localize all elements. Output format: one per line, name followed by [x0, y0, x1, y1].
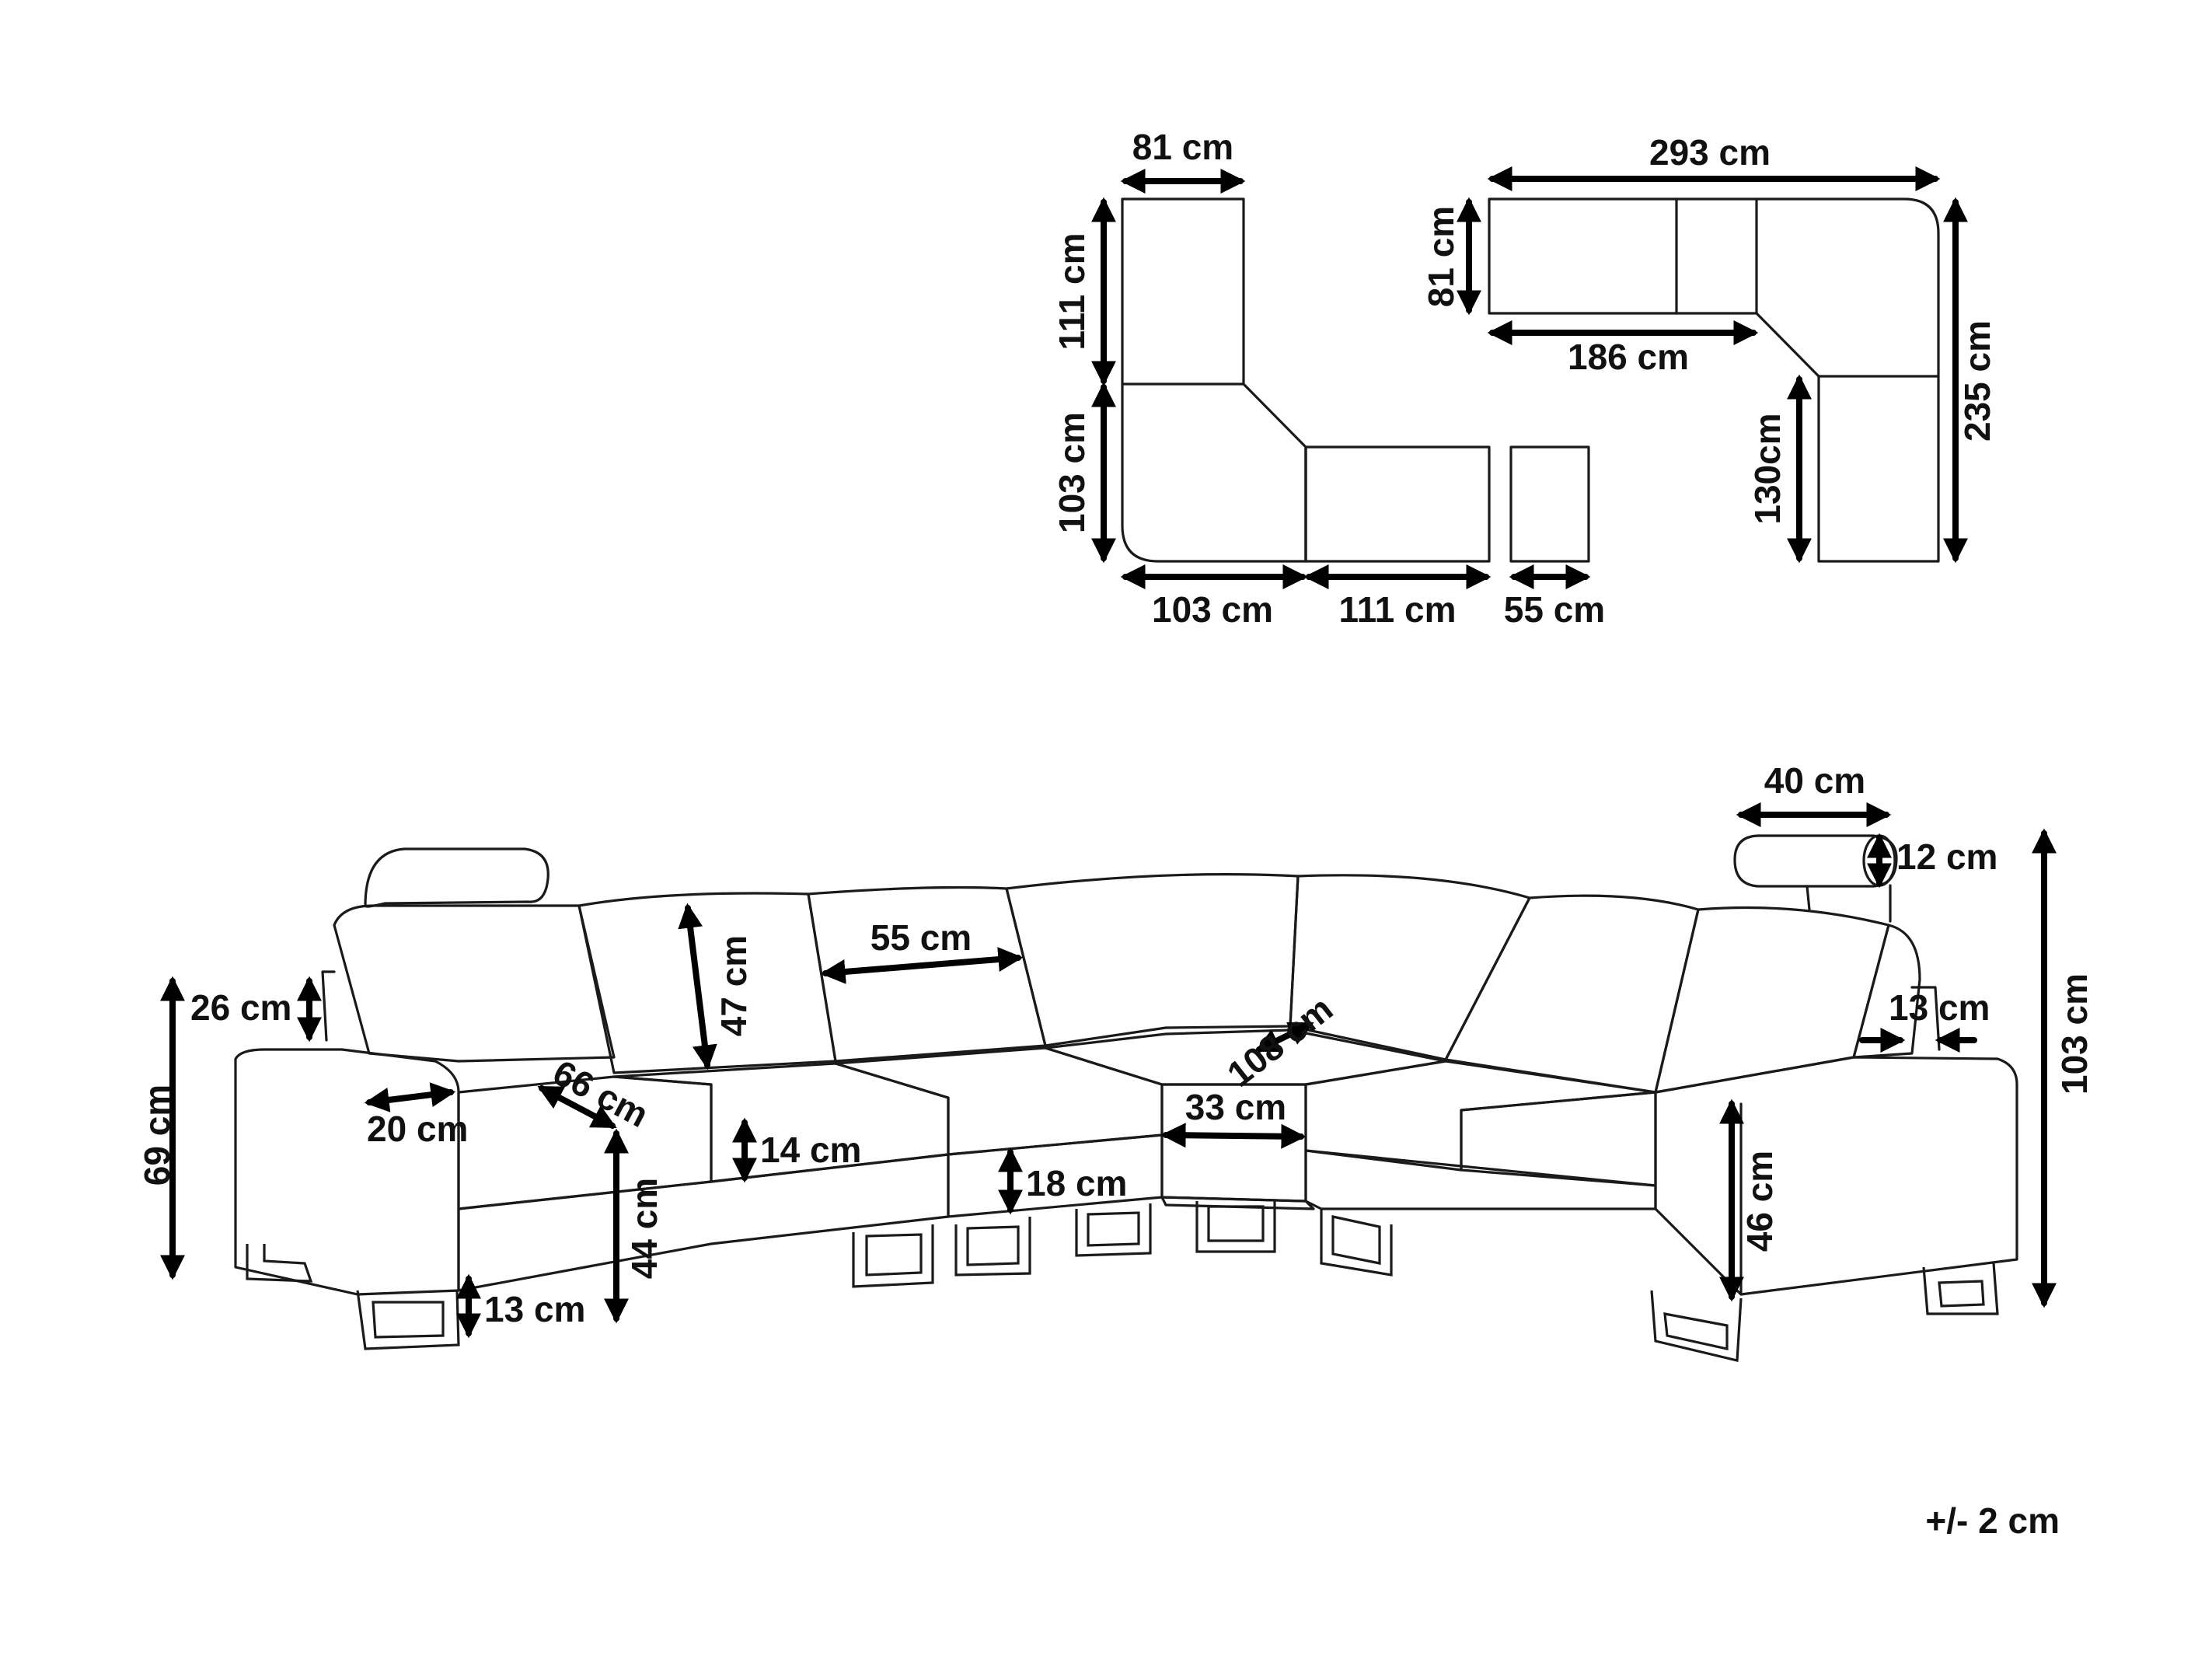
seat-right-1 — [1304, 1060, 1657, 1172]
dim-label-26: 26 cm — [190, 987, 291, 1028]
dim-label-111-horizontal: 111 cm — [1339, 589, 1457, 630]
dim-label-186: 186 cm — [1568, 337, 1689, 377]
dim-label-46: 46 cm — [1739, 1151, 1780, 1252]
dim-label-130: 130cm — [1747, 413, 1788, 524]
base-front-right — [1304, 1149, 1657, 1210]
right-headrest — [1733, 834, 1898, 888]
dim-label-33: 33 cm — [1185, 1087, 1286, 1127]
left-arm-back-panel — [321, 970, 336, 1042]
leg-left-1 — [246, 1244, 313, 1283]
plan-ottoman — [1509, 445, 1590, 563]
top-right-floor-plan: 293 cm 81 cm 186 cm 235 cm 130cm — [1421, 132, 1997, 564]
backrest-seat-3 — [1444, 894, 1700, 1094]
leg-right-2 — [1922, 1263, 1999, 1315]
base-front-corner — [1160, 1196, 1315, 1210]
dim-label-13-top: 13 cm — [1889, 987, 1990, 1028]
dim-label-47: 47 cm — [713, 935, 754, 1036]
dim-label-235: 235 cm — [1957, 320, 1997, 442]
dim-label-40: 40 cm — [1764, 760, 1865, 801]
dim-label-20: 20 cm — [367, 1109, 468, 1149]
leg-front-3 — [1075, 1203, 1152, 1257]
seat-right-2 — [1460, 1091, 1657, 1187]
dim-label-13-legs: 13 cm — [484, 1289, 585, 1329]
dim-arrow-33 — [1160, 1123, 1307, 1149]
dim-label-18: 18 cm — [1026, 1163, 1127, 1203]
right-armrest — [1654, 1056, 2018, 1296]
dim-label-12: 12 cm — [1896, 836, 1997, 877]
dim-label-81: 81 cm — [1132, 127, 1233, 167]
left-armrest — [234, 1048, 460, 1296]
backrest-seat-4 — [1654, 906, 1890, 1094]
dim-label-108: 108 cm — [1219, 988, 1340, 1095]
backrest-right-end — [1852, 924, 1921, 1059]
dim-label-14: 14 cm — [760, 1130, 861, 1170]
leg-front-4 — [1195, 1201, 1276, 1253]
dim-arrow-108 — [1254, 1022, 1314, 1053]
dim-label-103-horizontal: 103 cm — [1152, 589, 1273, 630]
tolerance-note: +/- 2 cm — [1925, 1500, 2060, 1541]
dim-label-293: 293 cm — [1649, 132, 1771, 173]
top-left-floor-plan: 81 cm 111 cm 103 cm 103 cm 111 cm 55 cm — [1052, 127, 1605, 630]
backrest-left-corner — [333, 904, 616, 1063]
dim-arrow-55-seat — [820, 947, 1024, 984]
dim-label-44: 44 cm — [624, 1178, 665, 1279]
plan-left-section-outline — [1121, 197, 1307, 563]
dim-label-69: 69 cm — [137, 1084, 177, 1186]
dim-label-81-vertical: 81 cm — [1421, 206, 1461, 307]
dim-label-55-seat: 55 cm — [870, 917, 972, 958]
plan-right-section-outline — [1488, 197, 1940, 563]
leg-front-2 — [954, 1217, 1031, 1277]
dim-label-111-vertical: 111 cm — [1052, 233, 1092, 351]
dim-arrow-66 — [537, 1085, 617, 1129]
leg-front-5 — [1320, 1209, 1393, 1277]
sofa-perspective-view: 40 cm 12 cm 13 cm 103 cm 26 cm 69 cm 20 … — [137, 760, 2095, 1362]
leg-right-1 — [1650, 1290, 1743, 1362]
dim-label-103-height: 103 cm — [2054, 973, 2095, 1095]
left-headrest — [364, 847, 550, 908]
base-front-left — [457, 1153, 950, 1292]
dim-label-55: 55 cm — [1504, 589, 1605, 630]
plan-chaise-module — [1304, 445, 1491, 563]
leg-left-2 — [356, 1290, 460, 1350]
dim-arrow-47 — [678, 903, 717, 1070]
leg-front-1 — [852, 1224, 934, 1288]
backrest-corner-1 — [1005, 873, 1300, 1047]
right-headrest-post — [1806, 884, 1892, 923]
dim-arrow-20 — [364, 1082, 456, 1112]
dim-label-103-vertical: 103 cm — [1052, 412, 1092, 533]
